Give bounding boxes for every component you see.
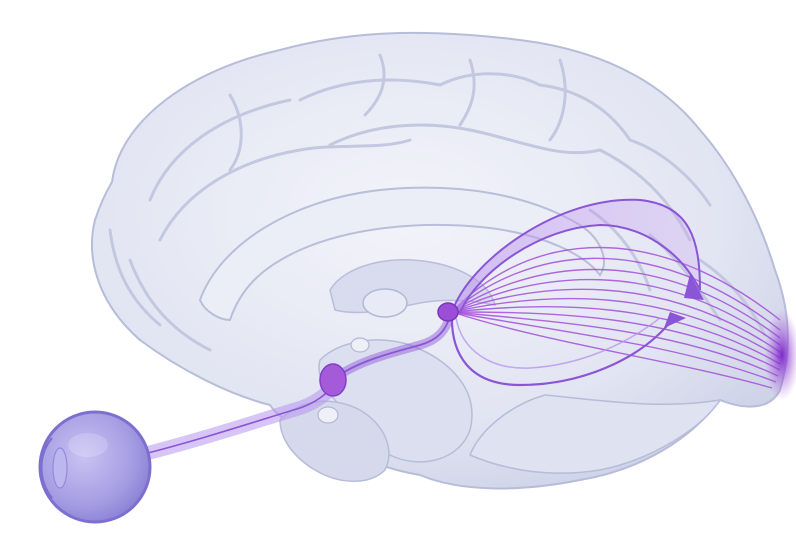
corpus-callosum [198, 186, 605, 322]
gyri-folds [108, 53, 767, 352]
visual-cortex-glow [764, 309, 796, 401]
brain [91, 31, 789, 490]
eyeball [38, 410, 152, 524]
lower-arrow-head [664, 312, 686, 328]
brainstem [318, 339, 473, 463]
optic-nerve-outline [139, 384, 336, 456]
thalamic-nucleus [362, 288, 408, 318]
optic-radiation [451, 246, 781, 389]
eye [38, 410, 152, 524]
lens [52, 447, 68, 489]
eye-highlight [68, 433, 108, 457]
temporal-lobe [279, 400, 390, 482]
pituitary [317, 406, 339, 424]
occipital-lobe [469, 394, 722, 474]
mammillary-body [350, 337, 370, 353]
meyers-loop-inner [455, 317, 661, 369]
optic-tract-core [334, 315, 451, 379]
lateral-geniculate-nucleus [437, 302, 459, 322]
optic-chiasm [319, 363, 347, 397]
meyers-loop [450, 311, 673, 387]
upper-arrow-head [684, 274, 704, 300]
radiation-bundle [450, 198, 701, 313]
cornea [40, 437, 53, 499]
